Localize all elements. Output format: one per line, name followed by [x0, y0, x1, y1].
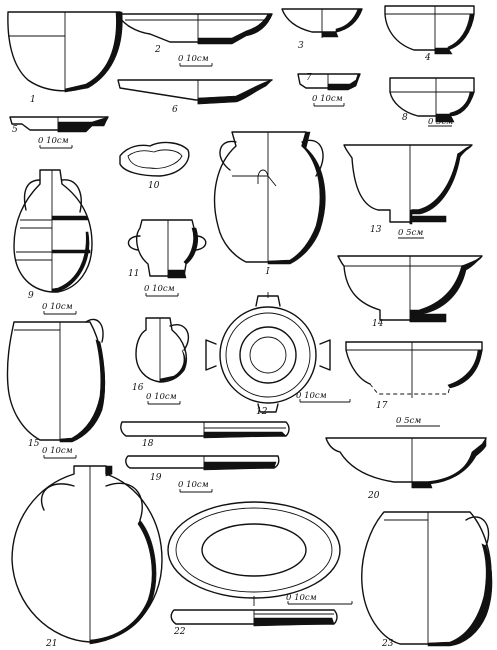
svg-text:0 10см: 0 10см: [296, 391, 327, 401]
scale-bar-5: 0 10см: [38, 136, 73, 149]
label-14: 14: [372, 319, 384, 329]
vessel-central-amphora: I: [213, 131, 326, 277]
scale-bar-11: 0 10см: [144, 284, 179, 297]
vessel-13-flared-cup: [343, 144, 473, 225]
svg-text:0 10см: 0 10см: [286, 593, 317, 603]
svg-text:0 10см: 0 10см: [144, 284, 175, 294]
scale-bar-top: 0 10см: [178, 54, 213, 67]
vessel-3-small-bowl: [281, 8, 363, 38]
label-13: 13: [370, 225, 382, 235]
vessel-2-dish: [117, 13, 273, 45]
svg-text:0 10см: 0 10см: [42, 302, 73, 312]
svg-text:0 5см: 0 5см: [398, 228, 423, 238]
vessel-4-bowl: [384, 5, 475, 55]
vessel-11-cup: [127, 219, 207, 279]
scale-bar-13: 0 5см: [398, 228, 424, 239]
scale-bar-12: 0 10см: [296, 391, 351, 403]
label-23: 23: [381, 639, 394, 649]
svg-text:0 10см: 0 10см: [38, 136, 69, 146]
svg-text:0 10см: 0 10см: [178, 54, 209, 64]
scale-bar-22: 0 10см: [286, 593, 353, 605]
label-22: 22: [173, 627, 186, 637]
vessel-14-bowl: [337, 255, 483, 323]
svg-text:0 5см: 0 5см: [396, 416, 421, 426]
vessel-16-jug: [135, 317, 189, 383]
vessel-21-flask: [11, 465, 163, 645]
vessel-5-tray: [9, 116, 109, 133]
vessel-6-tray: [117, 79, 273, 105]
vessel-8-bowl: [389, 77, 475, 123]
label-17: 17: [376, 401, 388, 411]
vessel-22-platter-profile: [170, 609, 338, 627]
scale-bar-9: 0 10см: [42, 302, 77, 315]
vessel-19-plate: [125, 455, 280, 471]
label-5: 5: [12, 125, 18, 135]
vessel-9-amphora: [13, 169, 93, 293]
vessel-20-bowl: [325, 437, 487, 489]
label-15: 15: [28, 439, 40, 449]
label-21: 21: [45, 639, 57, 649]
vessel-12-ring: [205, 292, 331, 413]
vessel-15-jar: [6, 318, 106, 443]
scale-bar-19: 0 10см: [178, 480, 213, 493]
label-20: 20: [367, 491, 380, 501]
label-7: 7: [306, 73, 312, 83]
label-18: 18: [142, 439, 154, 449]
label-16: 16: [132, 383, 144, 393]
label-8: 8: [402, 113, 408, 123]
scale-bar-17: 0 5см: [396, 416, 440, 427]
label-12: 12: [256, 407, 268, 417]
label-9: 9: [28, 291, 34, 301]
label-4: 4: [424, 53, 431, 63]
vessel-17-bowl: [345, 341, 483, 398]
label-10: 10: [148, 181, 160, 191]
svg-text:0 10см: 0 10см: [312, 94, 343, 104]
label-19: 19: [150, 473, 162, 483]
label-2: 2: [154, 45, 161, 55]
label-1: 1: [30, 95, 36, 105]
vessel-7-dish: [297, 73, 361, 91]
svg-text:0 10см: 0 10см: [42, 446, 73, 456]
svg-text:0 5см: 0 5см: [428, 117, 453, 127]
vessel-23-jar: [361, 511, 493, 647]
scale-bar-8: 0 5см: [428, 117, 453, 127]
label-6: 6: [172, 105, 178, 115]
vessel-1-bowl: [7, 11, 123, 93]
svg-text:I: I: [265, 267, 270, 277]
scale-bar-7: 0 10см: [312, 94, 345, 107]
label-3: 3: [298, 41, 304, 51]
svg-text:0 10см: 0 10см: [178, 480, 209, 490]
vessel-10-lamp: [119, 141, 190, 177]
label-11: 11: [128, 269, 139, 279]
scale-bar-16: 0 10см: [146, 392, 181, 405]
scale-bar-15: 0 10см: [42, 446, 77, 459]
svg-text:0 10см: 0 10см: [146, 392, 177, 402]
vessel-oval-platter: [167, 501, 341, 606]
vessel-18-plate: [120, 421, 290, 439]
